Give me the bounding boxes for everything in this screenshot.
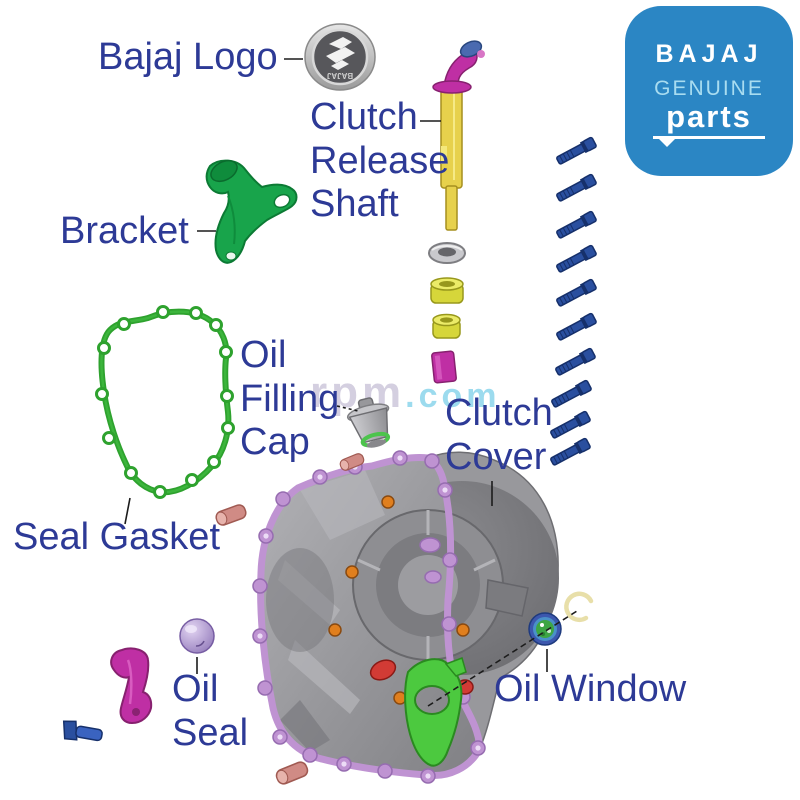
svg-text:BAJAJ: BAJAJ bbox=[327, 71, 353, 80]
shaft-seal-part bbox=[431, 350, 457, 384]
watermark: rpm.com bbox=[310, 368, 500, 418]
seal-gasket-part bbox=[95, 305, 235, 499]
label-clutch-cover: Clutch Cover bbox=[445, 392, 553, 478]
cover-bolt bbox=[554, 135, 598, 168]
cover-bolt bbox=[553, 346, 597, 379]
bracket-part bbox=[205, 159, 298, 264]
label-clutch-release-shaft: Clutch Release Shaft bbox=[310, 96, 450, 226]
label-oil-filling-cap: Oil Filling Cap bbox=[240, 334, 340, 464]
label-oil-seal: Oil Seal bbox=[172, 668, 249, 754]
cover-bolt bbox=[554, 243, 598, 276]
label-oil-window: Oil Window bbox=[494, 668, 687, 710]
badge-arrow-icon bbox=[658, 138, 676, 147]
label-seal-gasket: Seal Gasket bbox=[13, 516, 220, 558]
cover-bolt bbox=[554, 172, 598, 205]
kick-lever-part bbox=[110, 647, 153, 725]
badge-brand-text: BAJAJ bbox=[655, 40, 763, 68]
cover-bolt bbox=[554, 277, 598, 310]
bajaj-wings-icon bbox=[329, 37, 352, 49]
leader-lines bbox=[124, 58, 578, 707]
bajaj-logo-part: BAJAJ bbox=[304, 23, 376, 91]
circlip-part bbox=[564, 591, 594, 623]
oil-filling-cap-part bbox=[346, 397, 391, 448]
cover-bolts bbox=[548, 135, 598, 469]
oil-window-part bbox=[528, 612, 562, 646]
washer-part bbox=[428, 242, 466, 264]
label-bajaj-logo: Bajaj Logo bbox=[98, 36, 278, 78]
badge-parts-text: parts bbox=[666, 99, 752, 134]
badge-underline bbox=[653, 136, 765, 147]
bajaj-genuine-parts-badge: BAJAJ GENUINE parts bbox=[625, 6, 793, 176]
small-bolt-part bbox=[62, 720, 103, 742]
oil-seal-part bbox=[179, 618, 215, 654]
watermark-domain: .com bbox=[405, 377, 501, 415]
cover-bolt bbox=[554, 209, 598, 242]
cover-bolt bbox=[548, 409, 592, 442]
bushing-large-part bbox=[430, 277, 464, 304]
dowel-pin bbox=[273, 759, 311, 787]
cover-bolt bbox=[548, 436, 592, 469]
cover-bolt bbox=[554, 311, 598, 344]
bushing-small-part bbox=[432, 313, 461, 339]
orange-screws bbox=[328, 495, 470, 705]
clutch-release-shaft-part bbox=[432, 40, 485, 231]
label-bracket: Bracket bbox=[60, 210, 189, 252]
clutch-cover-part bbox=[252, 450, 559, 784]
leader-oil-filling-cap bbox=[336, 405, 359, 412]
leader-seal-gasket bbox=[124, 497, 131, 525]
cover-bolt bbox=[549, 378, 593, 411]
badge-genuine-text: GENUINE bbox=[654, 77, 764, 100]
